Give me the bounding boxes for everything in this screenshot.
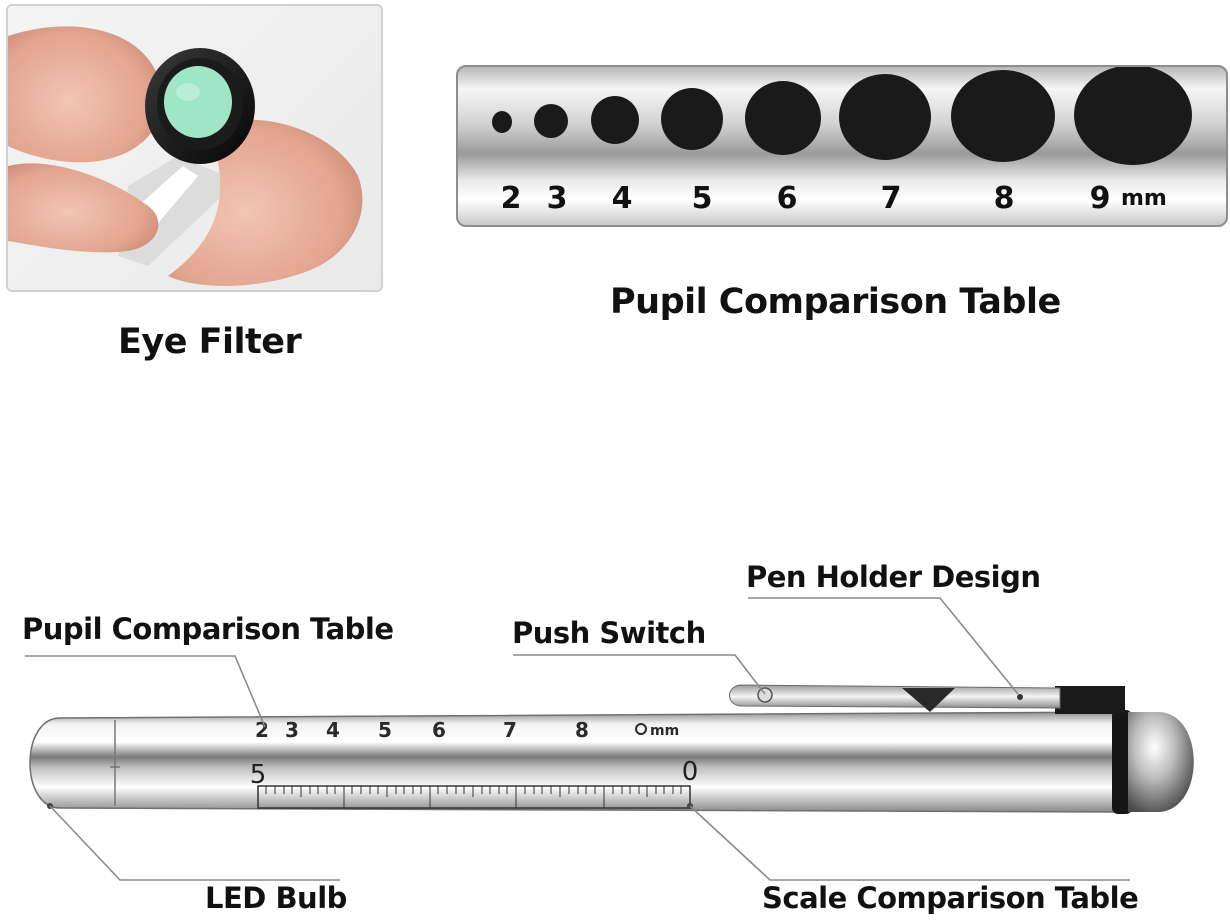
pupil-unit-label: mm xyxy=(1121,186,1167,211)
pupil-size-label: 2 xyxy=(501,181,522,216)
pen-pupil-table-label: Pupil Comparison Table xyxy=(22,612,394,646)
pupil-gauge: 2 3 4 5 6 7 8 9 mm xyxy=(492,67,1192,216)
pen-clip xyxy=(729,684,1061,709)
callout-line-led xyxy=(49,805,340,881)
pupil-size-label: 7 xyxy=(881,181,902,216)
ruler-scale xyxy=(257,785,691,809)
pupil-dot-3 xyxy=(534,104,568,138)
callout-line-push xyxy=(513,654,766,695)
pen-clip-notch xyxy=(902,688,955,712)
pen-scale-number: 8 xyxy=(575,718,589,742)
callout-line-holder xyxy=(748,597,1019,695)
pen-black-band xyxy=(1112,710,1132,814)
pupil-size-label: 5 xyxy=(692,181,713,216)
pen-scale-number: 6 xyxy=(432,718,446,742)
pupil-size-label: 4 xyxy=(612,181,633,216)
pen-scale-number: 7 xyxy=(503,718,517,742)
pupil-dot-2 xyxy=(492,111,512,133)
pen-clip-base xyxy=(1055,686,1125,714)
eye-filter-caption: Eye Filter xyxy=(118,322,302,362)
penlight-diagram: 2 3 4 5 6 7 8 mm 5 0 xyxy=(25,597,1194,881)
push-switch-label: Push Switch xyxy=(512,616,706,650)
pen-scale-number: 3 xyxy=(285,718,299,742)
pupil-dot-9 xyxy=(1074,67,1192,165)
pupil-dot-4 xyxy=(591,96,639,144)
push-switch-button xyxy=(757,687,773,703)
pen-scale-number: 5 xyxy=(378,718,392,742)
green-filter-lens xyxy=(164,66,232,138)
ruler-start-label: 5 xyxy=(250,760,267,790)
pen-scale-number: 2 xyxy=(255,718,269,742)
pupil-size-label: 3 xyxy=(547,181,568,216)
pupil-dot-8 xyxy=(951,70,1055,162)
pen-scale-number: 4 xyxy=(326,718,340,742)
scale-table-label: Scale Comparison Table xyxy=(762,881,1139,915)
pupil-size-label: 9 xyxy=(1090,181,1111,216)
pupil-dot-7 xyxy=(839,74,931,160)
pupil-comparison-strip: 2 3 4 5 6 7 8 9 mm xyxy=(456,65,1228,227)
eye-filter-photo xyxy=(6,4,383,292)
pupil-dot-6 xyxy=(745,81,821,155)
callout-line-scale xyxy=(689,805,1130,881)
led-bulb-label: LED Bulb xyxy=(205,881,347,915)
pen-scale-unit: mm xyxy=(650,723,679,739)
pen-end-cap xyxy=(1128,712,1194,812)
pen-holder-label: Pen Holder Design xyxy=(746,560,1041,594)
callout-line-pupil xyxy=(25,655,266,728)
pupil-size-label: 8 xyxy=(994,181,1015,216)
ruler-end-label: 0 xyxy=(682,757,699,787)
eye-filter-illustration xyxy=(8,26,363,286)
pupil-dot-5 xyxy=(661,88,723,150)
pupil-table-caption: Pupil Comparison Table xyxy=(610,282,1061,322)
pupil-size-label: 6 xyxy=(777,181,798,216)
pen-barrel xyxy=(29,711,1121,813)
